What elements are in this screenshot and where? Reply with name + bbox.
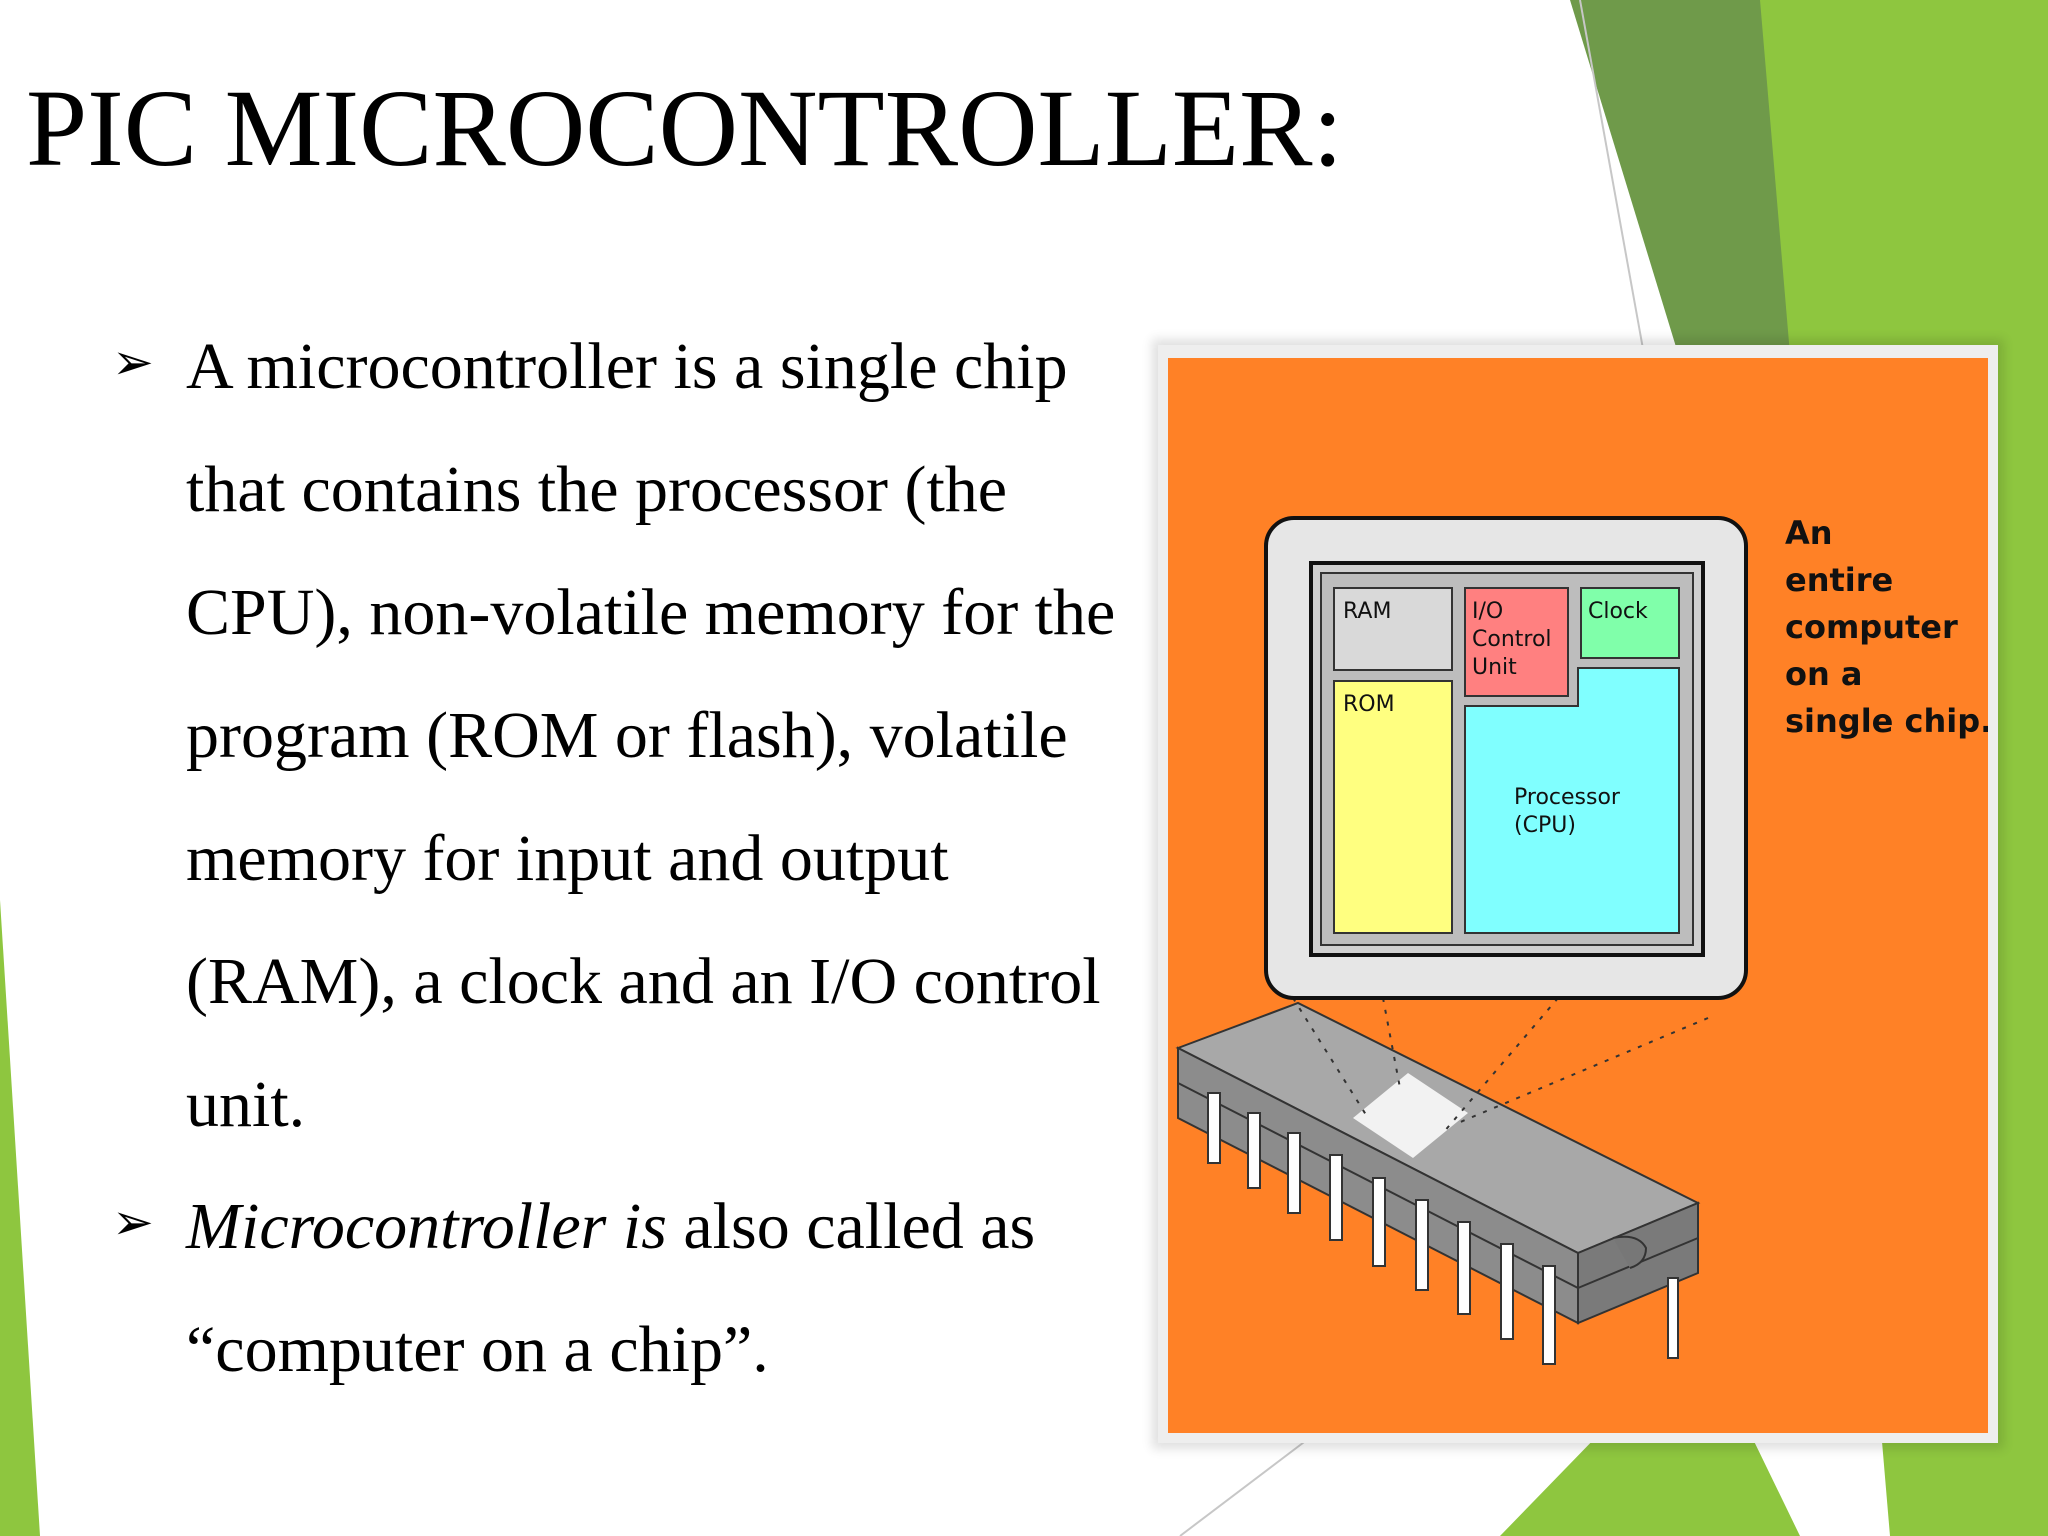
decor-green-left bbox=[0, 900, 40, 1536]
io-label-line-1: I/O bbox=[1472, 599, 1503, 624]
processor-label-line-2: (CPU) bbox=[1514, 813, 1576, 838]
chip-package bbox=[1175, 997, 1709, 1365]
bullet-1-text: A microcontroller is a single chip that … bbox=[186, 330, 1116, 1141]
io-label-line-2: Control bbox=[1472, 627, 1552, 652]
clock-block bbox=[1580, 587, 1680, 659]
bullet-2-text: also called as “computer on a chip”. bbox=[186, 1190, 1036, 1386]
chip-die-window bbox=[1353, 1073, 1468, 1158]
caption-line-5: single chip. bbox=[1785, 702, 1988, 740]
decor-line-bottom bbox=[1179, 1429, 1321, 1536]
ram-block bbox=[1333, 587, 1453, 671]
bullet-2-italic: Microcontroller is bbox=[186, 1190, 667, 1263]
processor-label-line-1: Processor bbox=[1514, 785, 1621, 810]
caption-line-3: computer bbox=[1785, 608, 1958, 646]
bullet-2: Microcontroller is also called as “compu… bbox=[186, 1165, 1166, 1411]
io-block bbox=[1464, 587, 1569, 697]
caption-line-4: on a bbox=[1785, 655, 1863, 693]
figure-caption: An entire computer on a single chip. bbox=[1785, 514, 1988, 740]
bullet-arrow-icon: ➢ bbox=[112, 333, 154, 391]
slide-title: PIC MICROCONTROLLER: bbox=[26, 67, 1344, 189]
io-label-line-3: Unit bbox=[1472, 655, 1517, 680]
bullet-arrow-icon: ➢ bbox=[112, 1193, 154, 1251]
rom-label: ROM bbox=[1343, 692, 1395, 717]
clock-label: Clock bbox=[1588, 599, 1648, 624]
chip-pins bbox=[1207, 1092, 1679, 1365]
decor-line-top bbox=[1579, 0, 1646, 361]
processor-block bbox=[1464, 667, 1680, 934]
rom-block bbox=[1333, 680, 1453, 934]
caption-line-2: entire bbox=[1785, 561, 1893, 599]
die-zoom: RAM ROM I/O Control Unit Clock Processor… bbox=[1264, 516, 1748, 1000]
ram-label: RAM bbox=[1343, 599, 1391, 624]
caption-line-1: An bbox=[1785, 514, 1833, 552]
microcontroller-figure: RAM ROM I/O Control Unit Clock Processor… bbox=[1168, 358, 1988, 1433]
chip-notch bbox=[1612, 1235, 1648, 1269]
chip-connector-lines bbox=[1292, 997, 1709, 1134]
